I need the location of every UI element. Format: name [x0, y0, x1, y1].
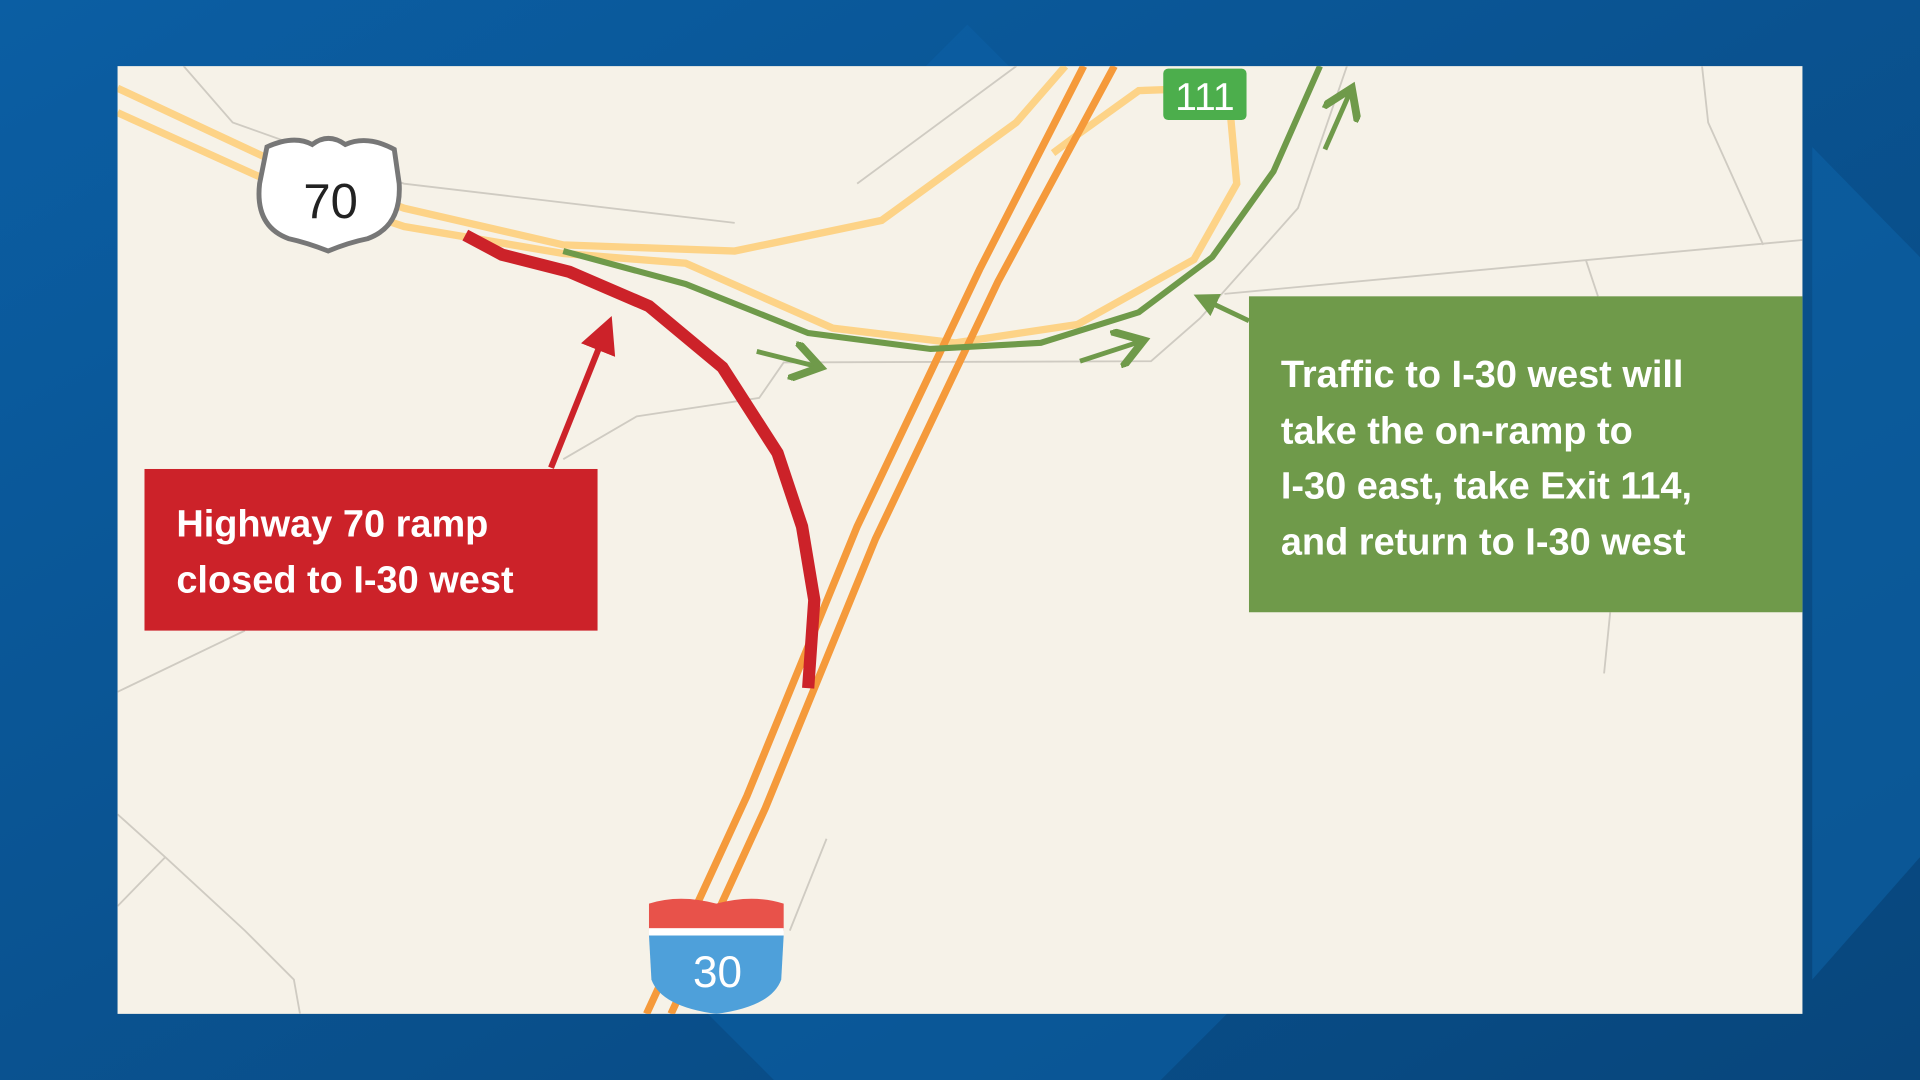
detour-callout: Traffic to I-30 west will take the on-ra…	[1248, 296, 1803, 613]
background-diamond	[1812, 146, 1920, 980]
detour-direction-arrows	[756, 88, 1352, 367]
map-panel[interactable]: 70 30 111 Highway 70 ramp closed to I-30…	[117, 66, 1803, 1014]
us-70-shield: 70	[256, 135, 402, 254]
closed-callout-line: Highway 70 ramp	[176, 503, 488, 545]
detour-callout-line: Traffic to I-30 west will	[1281, 354, 1684, 396]
detour-callout-line: and return to I-30 west	[1281, 522, 1686, 564]
closed-ramp	[462, 229, 821, 689]
exit-111-label: 111	[1175, 76, 1235, 119]
interstate-30-road	[643, 66, 1118, 1014]
closed-callout-line: closed to I-30 west	[176, 560, 514, 602]
closed-pointer-arrow	[548, 316, 616, 469]
local-roads	[117, 66, 1803, 1014]
interstate-30-label: 30	[693, 948, 742, 997]
us-70-label: 70	[303, 175, 357, 229]
detour-route	[562, 66, 1323, 353]
detour-callout-line: take the on-ramp to	[1281, 410, 1633, 452]
closed-callout: Highway 70 ramp closed to I-30 west	[144, 468, 598, 631]
detour-callout-line: I-30 east, take Exit 114,	[1281, 465, 1692, 507]
interstate-30-shield: 30	[648, 898, 784, 1014]
exit-111-badge: 111	[1163, 68, 1247, 120]
